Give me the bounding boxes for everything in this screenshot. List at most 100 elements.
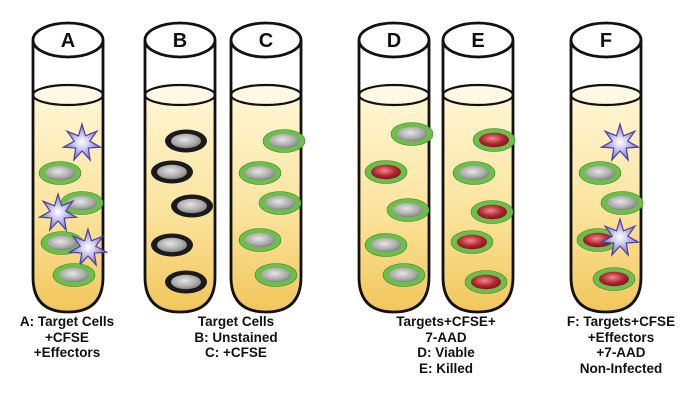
killed-target-cell [592,267,636,291]
cell-nucleus [389,267,419,283]
tube-glass [441,40,515,314]
killed-target-cell [464,270,508,294]
caption-a-line-1: A: Target Cells [19,314,115,329]
tube-cap [357,21,431,59]
unstained-cell [165,129,207,153]
caption-f-line-2: +Effectors [587,329,655,345]
effector-star-icon [61,121,103,163]
liquid-meniscus [229,83,303,107]
killed-target-cell [472,128,516,152]
unstained-cell [171,194,213,218]
caption-f: F: Targets+CFSE +Effectors +7-AAD Non-In… [546,314,694,376]
liquid-meniscus [143,83,217,107]
tube-cap [31,21,105,59]
effector-cell [599,121,641,163]
tube-glass [357,40,431,314]
cell-nucleus [471,274,501,290]
tube-glass [31,40,105,314]
cell-nucleus [265,195,295,211]
viable-target-cell [386,198,430,222]
effector-cell [599,216,641,258]
cell-nucleus [583,232,613,248]
liquid-meniscus [31,83,105,107]
viable-target-cell [390,122,434,146]
cell-nucleus [261,267,291,283]
cell-nucleus [171,133,201,149]
tube-label-e: E [471,30,484,52]
killed-target-cell [364,160,408,184]
tube-cap [229,21,303,59]
cell-nucleus [157,164,187,180]
effector-cell [61,121,103,163]
killed-target-cell [470,200,514,224]
cell-nucleus [371,164,401,180]
caption-de-line-3: D: Viable [417,345,475,360]
cell-nucleus [59,267,89,283]
cell-nucleus [599,271,629,287]
tube-glass [143,40,217,314]
caption-de-line-4: E: Killed [418,360,473,376]
tube-label-d: D [387,30,401,52]
tube-label-f: F [600,30,612,52]
cell-nucleus [479,132,509,148]
cell-nucleus [477,204,507,220]
tube-cap [143,21,217,59]
effector-star-icon [599,121,641,163]
caption-de-line-1: Targets+CFSE+ [396,314,496,329]
caption-a-line-3: +Effectors [33,345,101,360]
caption-a-line-2: +CFSE [45,329,89,345]
viable-target-cell [254,263,298,287]
caption-bc-line-3: C: +CFSE [205,345,267,360]
tube-glass [569,40,643,314]
cell-nucleus [47,235,77,251]
viable-target-cell [364,233,408,257]
effector-cell [67,226,109,268]
caption-f-line-4: Non-Infected [579,360,663,376]
viable-target-cell [52,263,96,287]
tube-cap [569,21,643,59]
viable-target-cell [258,191,302,215]
tube-label-a: A [61,30,75,52]
caption-bc: Target Cells B: Unstained C: +CFSE [166,314,306,361]
cell-nucleus [371,237,401,253]
effector-star-icon [37,191,79,233]
caption-de: Targets+CFSE+ 7-AAD D: Viable E: Killed [376,314,516,376]
effector-star-icon [599,216,641,258]
tube-cap [441,21,515,59]
viable-target-cell [452,161,496,185]
liquid-meniscus [357,83,431,107]
caption-bc-line-2: B: Unstained [194,329,278,345]
cell-nucleus [245,165,275,181]
viable-target-cell [238,228,282,252]
tube-label-b: B [173,30,187,52]
viable-target-cell [262,129,306,153]
caption-f-line-3: +7-AAD [596,345,646,360]
killed-target-cell [450,230,494,254]
caption-de-line-2: 7-AAD [425,329,467,345]
cell-nucleus [245,232,275,248]
viable-target-cell [600,191,644,215]
unstained-cell [151,160,193,184]
caption-f-line-1: F: Targets+CFSE [566,314,676,329]
cell-nucleus [67,195,97,211]
viable-target-cell [38,161,82,185]
tube-glass [229,40,303,314]
effector-star-icon [67,226,109,268]
cell-nucleus [45,165,75,181]
cell-nucleus [457,234,487,250]
unstained-cell [151,233,193,257]
liquid-meniscus [441,83,515,107]
effector-cell [37,191,79,233]
tube-label-c: C [259,30,273,52]
cell-nucleus [585,165,615,181]
liquid-meniscus [569,83,643,107]
viable-target-cell [238,161,282,185]
cell-nucleus [459,165,489,181]
cell-nucleus [177,198,207,214]
cell-nucleus [157,237,187,253]
unstained-cell [165,270,207,294]
cell-nucleus [607,195,637,211]
viable-target-cell [578,161,622,185]
caption-a: A: Target Cells +CFSE +Effectors [2,314,132,361]
